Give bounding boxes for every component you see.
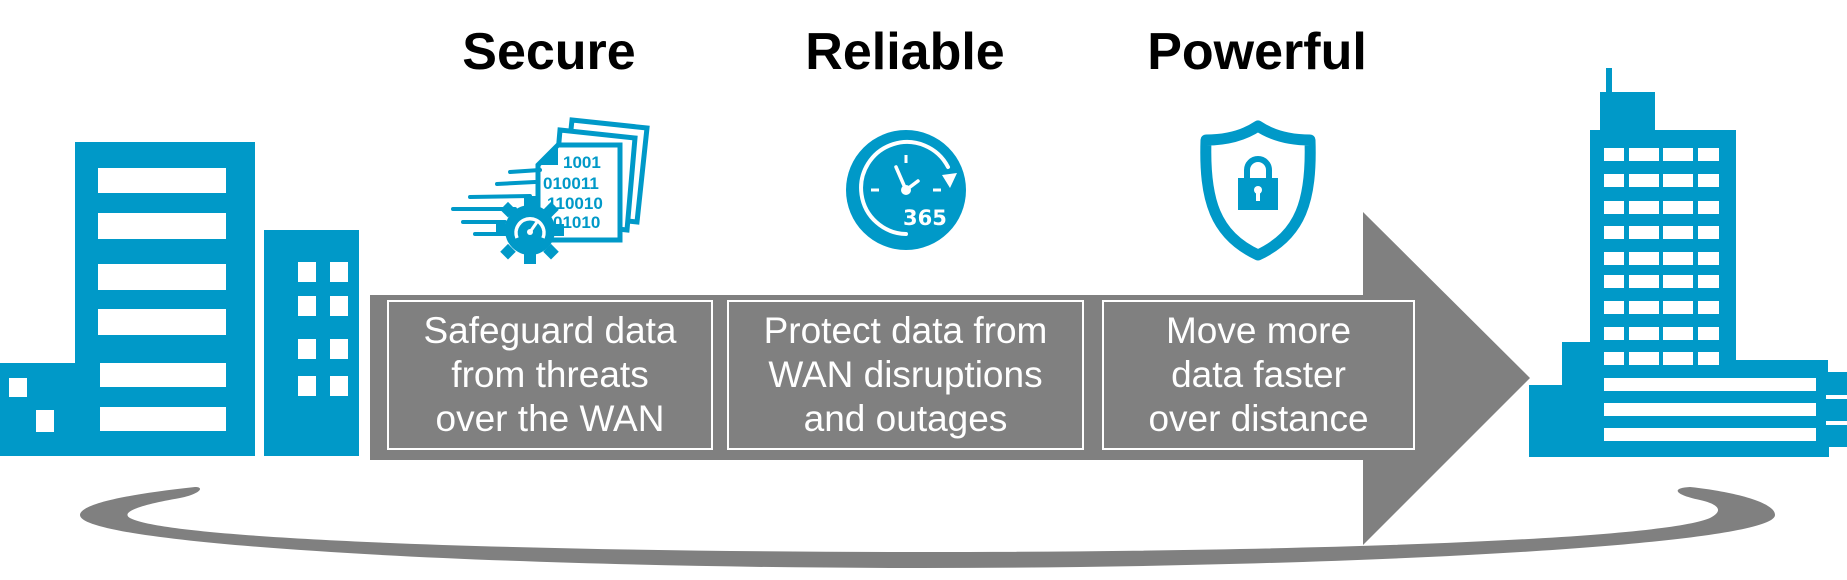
box-line: data faster xyxy=(1171,354,1346,395)
benefit-box-reliable: Protect data from WAN disruptions and ou… xyxy=(727,300,1084,450)
office-tower-icon xyxy=(1529,68,1847,457)
tower-window xyxy=(1604,301,1624,314)
tower-window xyxy=(1663,252,1693,265)
tower-window xyxy=(1698,352,1719,365)
box-line: from threats xyxy=(451,354,649,395)
tower-window xyxy=(1604,148,1624,161)
tower-window xyxy=(1698,148,1719,161)
box-line: WAN disruptions xyxy=(768,354,1043,395)
binary-documents-gear-icon: 1001 010011 110010 01010 xyxy=(451,117,650,264)
tower-window xyxy=(1698,275,1719,288)
box-line: over the WAN xyxy=(435,398,665,439)
box-line: and outages xyxy=(803,398,1008,439)
tower-window xyxy=(1698,327,1719,340)
tower-window xyxy=(1629,327,1659,340)
tower-window xyxy=(1604,226,1624,239)
svg-text:010011: 010011 xyxy=(543,174,599,193)
tower-window xyxy=(1663,301,1693,314)
benefit-box-powerful: Move more data faster over distance xyxy=(1102,300,1415,450)
tower-window xyxy=(1663,352,1693,365)
tower-window xyxy=(1604,201,1624,214)
heading-secure: Secure xyxy=(462,23,636,81)
office-buildings-icon xyxy=(0,142,359,456)
tower-window xyxy=(1698,226,1719,239)
tower-window xyxy=(1663,327,1693,340)
tower-window xyxy=(1663,201,1693,214)
tower-window xyxy=(1604,252,1624,265)
svg-text:365: 365 xyxy=(903,206,947,230)
tower-window xyxy=(1604,174,1624,187)
svg-text:1001: 1001 xyxy=(563,153,601,172)
box-line: Safeguard data xyxy=(423,310,677,351)
clock-365-icon: 365 xyxy=(846,130,966,250)
tower-window xyxy=(1629,252,1659,265)
heading-powerful: Powerful xyxy=(1147,23,1367,81)
box-line: Move more xyxy=(1165,310,1352,351)
tower-window xyxy=(1663,148,1693,161)
tower-window xyxy=(1629,148,1659,161)
box-line: Protect data from xyxy=(763,310,1048,351)
tower-window xyxy=(1663,174,1693,187)
tower-window xyxy=(1629,201,1659,214)
tower-window xyxy=(1604,352,1624,365)
tower-window xyxy=(1698,301,1719,314)
tower-window xyxy=(1663,226,1693,239)
tower-window xyxy=(1629,275,1659,288)
box-line: over distance xyxy=(1148,398,1369,439)
tower-window xyxy=(1629,301,1659,314)
tower-window xyxy=(1629,352,1659,365)
svg-text:01010: 01010 xyxy=(553,213,600,232)
shield-lock-icon xyxy=(1200,120,1316,261)
tower-window xyxy=(1698,252,1719,265)
svg-text:110010: 110010 xyxy=(547,194,603,213)
tower-window xyxy=(1663,275,1693,288)
tower-window xyxy=(1604,327,1624,340)
cycle-loop xyxy=(80,487,1775,568)
tower-window xyxy=(1604,275,1624,288)
benefit-box-secure: Safeguard data from threats over the WAN xyxy=(387,300,713,450)
process-arrow xyxy=(370,212,1530,545)
tower-window xyxy=(1629,226,1659,239)
tower-window xyxy=(1698,201,1719,214)
heading-reliable: Reliable xyxy=(805,23,1005,81)
tower-window xyxy=(1629,174,1659,187)
tower-window xyxy=(1698,174,1719,187)
